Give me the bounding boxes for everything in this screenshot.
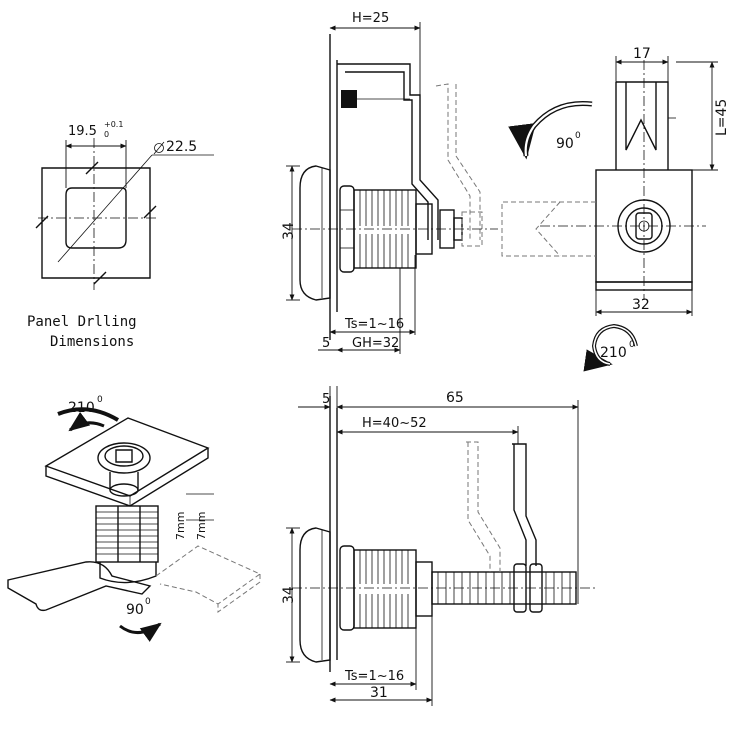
lock-face-bottom	[299, 527, 331, 663]
lock-face	[299, 165, 331, 301]
iso-7mm-label-2: 7mm	[195, 512, 208, 540]
iso-nut	[99, 562, 157, 584]
height34-label: 34	[281, 222, 297, 240]
iso-threaded-body	[95, 505, 159, 563]
cam-rotated-dashed-front	[501, 201, 596, 257]
h40-52-label: H=40~52	[362, 416, 427, 431]
square-hole	[65, 187, 127, 249]
thread-pattern	[359, 190, 409, 268]
width17-label: 17	[633, 46, 651, 62]
iso-cam-arm	[7, 561, 152, 612]
svg-text:0: 0	[97, 395, 103, 405]
rotation-210-label: 210	[600, 345, 627, 361]
iso-7mm-label-1: 7mm	[174, 512, 187, 540]
iso-cam-rotated	[155, 545, 261, 605]
drilling-caption-1: Panel Drlling	[27, 314, 137, 330]
panel-outline	[35, 161, 157, 285]
total65-label: 65	[446, 390, 464, 406]
svg-text:0: 0	[629, 340, 635, 350]
h25-label: H=25	[352, 11, 389, 26]
front-view: 17 L=45 32 90 0 210 0	[501, 46, 730, 372]
diameter-symbol	[154, 143, 164, 153]
side-view-top: H=25 34 Ts=1~16 5 GH=32	[281, 11, 498, 354]
side-view-bottom: 5 65 H=40~52 34 Ts=1~16 31	[281, 386, 596, 706]
offset5-label-top: 5	[322, 336, 330, 351]
cam-arm	[615, 81, 669, 170]
width32-label: 32	[632, 297, 650, 313]
ts-label-top: Ts=1~16	[344, 317, 404, 332]
rotation-90-label: 90	[556, 136, 574, 152]
offset5-label-bottom: 5	[322, 392, 330, 407]
cam-rotated-dashed-bottom	[466, 441, 501, 572]
height34-label-bottom: 34	[281, 586, 297, 604]
drill-width-label: 19.5	[68, 124, 97, 139]
iso-90-label: 90	[126, 602, 144, 618]
iso-210-label: 210	[68, 400, 95, 416]
length31-label: 31	[370, 685, 388, 701]
threaded-body-bottom	[353, 549, 417, 629]
gh-label: GH=32	[352, 336, 399, 351]
iso-rotation-90-arrow	[119, 622, 162, 642]
drill-tol-lower: 0	[104, 130, 109, 139]
iso-rotation-210-arrow	[68, 411, 105, 432]
drill-tol-upper: +0.1	[104, 120, 123, 129]
panel-drilling-view: 19.5 +0.1 0 22.5 Panel Drlling Dimension…	[27, 120, 214, 350]
cam-arm-bottom	[512, 443, 537, 566]
stopper	[341, 90, 357, 108]
cam-rotated-dashed	[435, 83, 481, 240]
diameter-leader	[57, 154, 153, 263]
isometric-view: 7mm 7mm 210 0 90 0	[7, 395, 261, 642]
svg-text:0: 0	[145, 597, 151, 607]
ts-label-bottom: Ts=1~16	[344, 669, 404, 684]
drilling-caption-2: Dimensions	[50, 334, 134, 350]
iso-key-face	[97, 442, 151, 474]
drill-diameter-label: 22.5	[166, 139, 197, 155]
length45-label: L=45	[714, 99, 730, 136]
svg-text:0: 0	[575, 131, 581, 141]
